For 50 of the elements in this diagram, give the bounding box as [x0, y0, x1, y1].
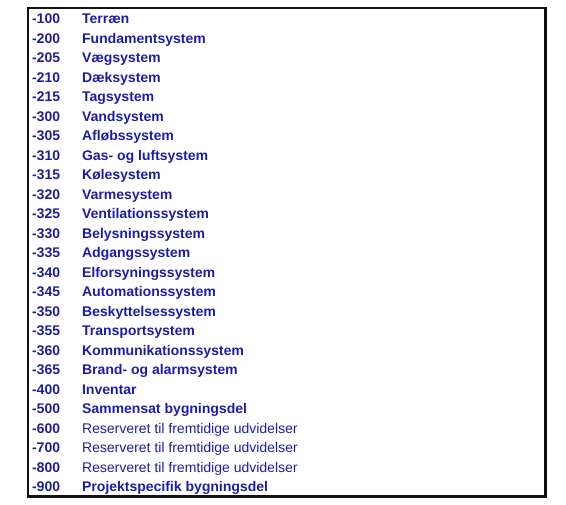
code-number: -360 [32, 342, 60, 358]
code-number: -600 [32, 420, 60, 436]
system-name: Terræn [82, 10, 130, 27]
system-name: Reserveret til fremtidige udvidelser [82, 458, 298, 476]
system-name: Dæksystem [82, 68, 161, 86]
system-name: Varmesystem [82, 186, 172, 202]
code-number: -330 [32, 224, 60, 242]
system-name: Automationssystem [82, 283, 216, 300]
system-name: Afløbssystem [82, 127, 174, 144]
system-name: Fundamentsystem [82, 30, 206, 46]
code-number: -320 [32, 186, 60, 202]
system-name: Inventar [82, 380, 136, 398]
code-number: -315 [32, 166, 60, 183]
system-name: Vandsystem [82, 108, 164, 124]
system-name: Reserveret til fremtidige udvidelser [82, 420, 298, 436]
code-number: -900 [32, 478, 60, 495]
code-number: -310 [32, 146, 60, 164]
code-number: -200 [32, 30, 60, 46]
code-number: -340 [32, 264, 60, 280]
code-number: -205 [32, 49, 60, 66]
code-number: -355 [32, 322, 60, 339]
code-number: -365 [32, 361, 60, 378]
code-number: -210 [32, 68, 60, 86]
code-number: -100 [32, 10, 60, 27]
code-number: -400 [32, 380, 60, 398]
system-name: Kølesystem [82, 166, 161, 183]
system-name: Elforsyningssystem [82, 264, 216, 280]
system-name: Adgangssystem [82, 244, 190, 261]
code-number: -800 [32, 458, 60, 476]
code-number: -335 [32, 244, 60, 261]
system-name: Vægsystem [82, 49, 161, 66]
code-number: -215 [32, 88, 60, 105]
system-name: Gas- og luftsystem [82, 146, 208, 164]
system-name: Sammensat bygningsdel [82, 400, 247, 417]
system-name: Kommunikationssystem [82, 342, 244, 358]
system-name: Tagsystem [82, 88, 154, 105]
code-number: -345 [32, 283, 60, 300]
system-name: Projektspecifik bygningsdel [82, 478, 268, 495]
code-number: -300 [32, 108, 60, 124]
system-name: Brand- og alarmsystem [82, 361, 238, 378]
code-number: -305 [32, 127, 60, 144]
code-number: -700 [32, 439, 60, 456]
system-name: Reserveret til fremtidige udvidelser [82, 439, 298, 456]
code-number: -350 [32, 302, 60, 320]
code-number: -325 [32, 205, 60, 222]
system-name: Transportsystem [82, 322, 195, 339]
system-name: Belysningssystem [82, 224, 205, 242]
code-number: -500 [32, 400, 60, 417]
system-name: Beskyttelsessystem [82, 302, 216, 320]
system-name: Ventilationssystem [82, 205, 209, 222]
